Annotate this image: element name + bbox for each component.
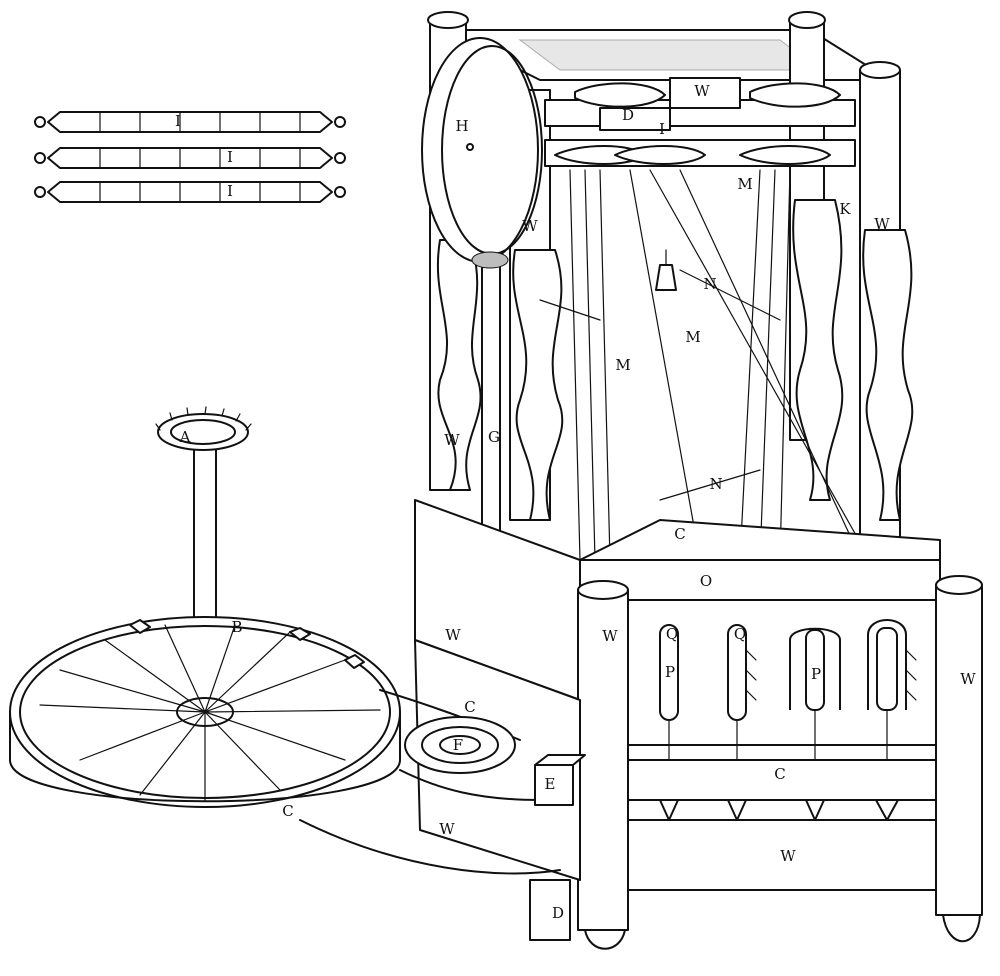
roller-1 — [34, 111, 346, 133]
label-W-leg-left: W — [602, 627, 618, 645]
flyer-4 — [867, 619, 917, 821]
label-W-bench: W — [780, 847, 796, 865]
gear-column-G — [471, 251, 509, 536]
spindle-flyers — [659, 619, 917, 821]
label-I: I — [659, 120, 665, 138]
label-C-top: C — [674, 525, 685, 543]
label-W-post-left: W — [522, 217, 538, 235]
label-M-3: M — [615, 356, 630, 374]
label-inset-I-2: I — [227, 148, 233, 166]
label-inset-I-3: I — [227, 182, 233, 200]
roller-2 — [34, 147, 346, 169]
lower-frame — [414, 499, 983, 950]
flyer-2 — [727, 624, 757, 821]
label-O: O — [700, 572, 712, 590]
label-N-2: N — [709, 475, 722, 493]
label-F: F — [453, 736, 463, 754]
label-C-belt: C — [282, 802, 293, 820]
label-G: G — [488, 428, 500, 446]
label-W-post-right: W — [874, 215, 890, 233]
pulley-F — [404, 716, 516, 774]
driving-wheel-B — [9, 406, 561, 875]
label-W-baluster: W — [444, 431, 460, 449]
label-A: A — [179, 428, 191, 446]
label-B: B — [231, 618, 242, 636]
label-D-top: D — [622, 106, 634, 124]
box-E — [534, 754, 586, 806]
label-P-1: P — [665, 663, 675, 681]
label-E: E — [545, 775, 556, 793]
label-W-side: W — [445, 626, 461, 644]
roller-3 — [34, 181, 346, 203]
label-N-1: N — [703, 275, 716, 293]
label-D-bottom: D — [552, 904, 564, 922]
label-C-side: C — [464, 698, 475, 716]
label-H: H — [455, 117, 468, 135]
label-K: K — [839, 200, 851, 218]
label-inset-I-1: I — [175, 112, 181, 130]
label-W-panel: W — [439, 820, 455, 838]
callout-labels: A B C C C C D D E F G H I K M M M N N O … — [179, 82, 977, 922]
label-Q-2: Q — [734, 625, 746, 643]
roller-detail-inset: I I I — [34, 111, 346, 203]
label-Q-1: Q — [666, 625, 678, 643]
disc-H — [421, 37, 543, 263]
flyer-1 — [659, 624, 679, 821]
label-P-2: P — [811, 665, 821, 683]
label-W-leg-right: W — [960, 670, 976, 688]
label-M-1: M — [737, 175, 752, 193]
label-C-front: C — [774, 765, 785, 783]
label-W-top: W — [694, 82, 710, 100]
label-M-2: M — [685, 328, 700, 346]
flyer-3 — [789, 627, 841, 821]
